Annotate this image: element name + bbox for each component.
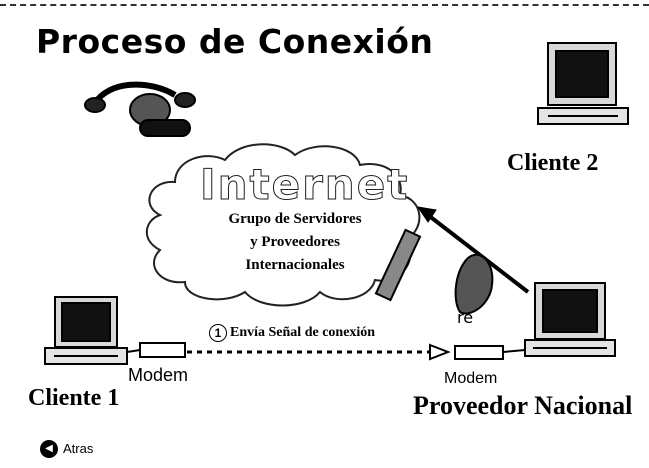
page-title: Proceso de Conexión	[36, 22, 434, 61]
cloud-line1: Grupo de Servidores	[228, 211, 362, 227]
cable-icon	[374, 228, 422, 302]
modem-left-label: Modem	[128, 365, 189, 385]
client1-computer-icon	[44, 296, 128, 365]
provider-label: Proveedor Nacional	[413, 391, 633, 420]
provider-computer-icon	[524, 282, 616, 357]
cloud-line3: Internacionales	[245, 257, 345, 273]
telephone-icon	[84, 81, 196, 137]
internet-label: Internet	[199, 160, 410, 210]
client2-computer-icon	[537, 42, 629, 125]
step-number-badge: 1	[209, 324, 227, 342]
server-figure-icon	[454, 253, 494, 315]
client2-label: Cliente 2	[507, 150, 599, 176]
connection-signal-arrow	[187, 343, 451, 361]
cloud-line2: y Proveedores	[250, 234, 340, 250]
modem-right-icon	[454, 345, 526, 360]
cloud-description: Grupo de Servidores y Proveedores Intern…	[175, 208, 415, 277]
provider-to-internet-arrow	[416, 206, 530, 294]
provider-fragment-text: re	[457, 308, 474, 327]
client1-label: Cliente 1	[28, 385, 120, 411]
signal-label: Envía Señal de conexión	[230, 325, 376, 340]
back-link[interactable]: Atras	[63, 441, 94, 456]
modem-right-label: Modem	[444, 370, 498, 387]
top-dashed-rule	[0, 4, 649, 6]
modem-left-icon	[126, 342, 186, 358]
back-arrow-icon[interactable]: ◀	[40, 440, 58, 458]
